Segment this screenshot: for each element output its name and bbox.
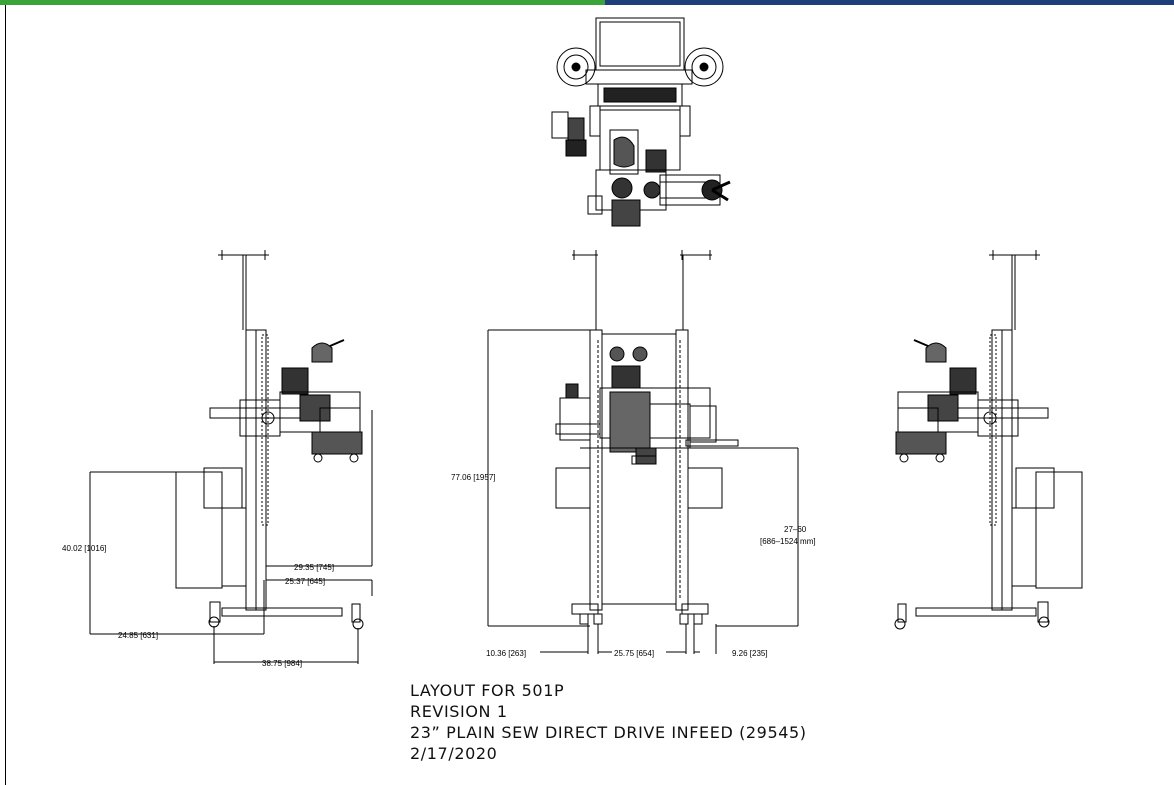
dim-front-right: 9.26 [235] <box>732 649 768 658</box>
dimension-labels: 40.02 [1016] 29.35 [745] 25.37 [645] 24.… <box>62 473 816 668</box>
dim-side-wheelbase: 38.75 [984] <box>262 659 302 668</box>
side-view-right <box>894 250 1083 630</box>
title-description: 23” PLAIN SEW DIRECT DRIVE INFEED (29545… <box>410 723 807 742</box>
dim-side-arm: 29.35 [745] <box>294 563 334 572</box>
title-revision: REVISION 1 <box>410 702 508 721</box>
title-layout: LAYOUT FOR 501P <box>410 681 565 700</box>
drawing-border <box>5 5 6 785</box>
dim-front-left: 10.36 [263] <box>486 649 526 658</box>
top-view <box>551 17 731 227</box>
dim-side-post: 25.37 [645] <box>285 577 325 586</box>
dim-front-center: 25.75 [654] <box>614 649 654 658</box>
header-bar-green <box>0 0 605 5</box>
dim-side-height: 40.02 [1016] <box>62 544 106 553</box>
front-view <box>487 250 799 654</box>
title-date: 2/17/2020 <box>410 744 498 763</box>
side-view-left <box>89 250 373 664</box>
dim-front-adjust: 27–60 <box>784 525 807 534</box>
header-color-bar <box>0 0 1174 5</box>
title-block: LAYOUT FOR 501P REVISION 1 23” PLAIN SEW… <box>410 680 807 764</box>
dim-front-adjust-mm: [686–1524 mm] <box>760 537 816 546</box>
dim-side-base: 24.85 [631] <box>118 631 158 640</box>
dim-front-height: 77.06 [1957] <box>451 473 495 482</box>
header-bar-blue <box>605 0 1174 5</box>
